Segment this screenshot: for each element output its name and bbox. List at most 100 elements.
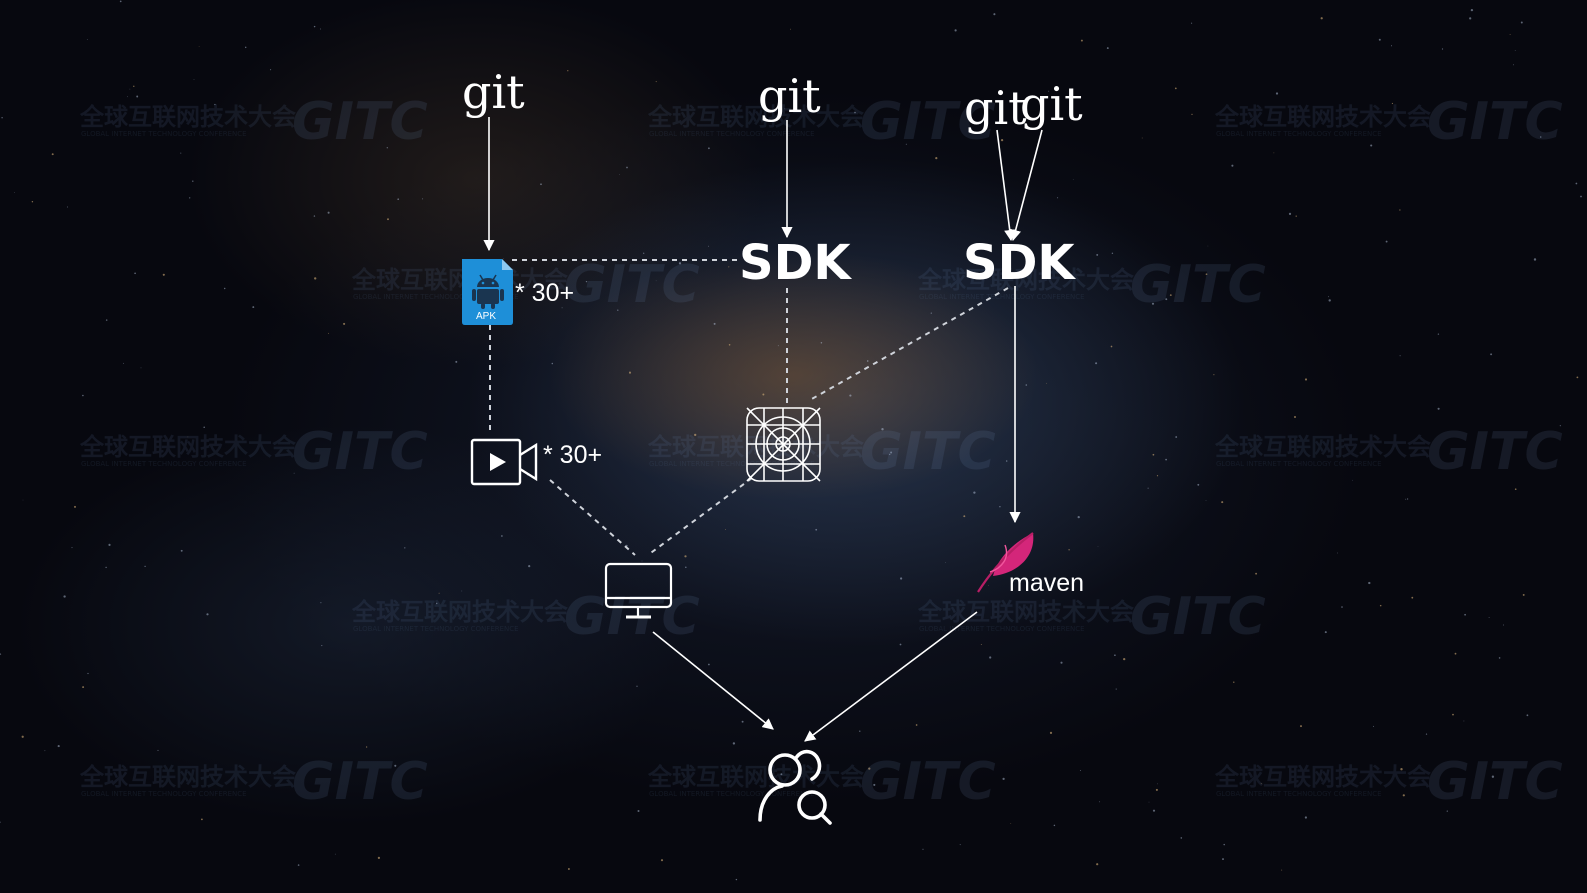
star [1207, 245, 1209, 247]
star [1165, 458, 1167, 461]
star [1221, 501, 1224, 504]
star [1222, 858, 1224, 861]
star [561, 307, 563, 309]
star [13, 192, 15, 194]
star [551, 362, 554, 365]
star [626, 166, 628, 169]
watermark-org-subtitle: GLOBAL INTERNET TECHNOLOGY CONFERENCE [1216, 790, 1382, 798]
star [762, 393, 765, 396]
maven-label: maven [1009, 569, 1084, 597]
star [1231, 164, 1234, 167]
watermark-org-subtitle: GLOBAL INTERNET TECHNOLOGY CONFERENCE [81, 130, 247, 138]
star [1559, 425, 1561, 427]
star [790, 28, 791, 30]
star [724, 529, 726, 530]
star [82, 686, 85, 689]
star [732, 742, 736, 745]
star [1053, 824, 1056, 827]
star [868, 767, 871, 770]
star [1324, 631, 1327, 634]
star [728, 344, 731, 346]
star [1147, 487, 1149, 489]
star [1576, 376, 1579, 379]
git-icon: git [462, 65, 525, 119]
star [1, 117, 3, 119]
star [189, 197, 191, 199]
star [741, 720, 744, 723]
maven-feather-icon [977, 532, 1034, 593]
watermark-org-name: 全球互联网技术大会 [917, 598, 1134, 626]
star [1072, 179, 1074, 180]
star [1391, 102, 1393, 105]
star [320, 602, 322, 604]
star [815, 528, 818, 531]
star [1106, 47, 1109, 50]
star [198, 46, 200, 47]
star [1533, 258, 1537, 261]
star [377, 856, 381, 860]
watermark-layer: 全球互联网技术大会 GLOBAL INTERNET TECHNOLOGY CONF… [79, 92, 1563, 812]
star [899, 577, 903, 580]
star [1079, 770, 1081, 771]
star [1337, 552, 1338, 554]
star [1233, 681, 1235, 683]
star [528, 565, 531, 568]
watermark-org-name: 全球互联网技术大会 [1214, 433, 1431, 461]
star [641, 560, 643, 562]
star [1157, 783, 1158, 785]
sdk-label: SDK [739, 235, 852, 291]
star [1180, 837, 1183, 839]
star [1300, 725, 1302, 728]
watermark-org-subtitle: GLOBAL INTERNET TECHNOLOGY CONFERENCE [649, 460, 815, 468]
star [1385, 240, 1388, 243]
star [660, 859, 664, 862]
star [193, 79, 195, 80]
watermark-org-subtitle: GLOBAL INTERNET TECHNOLOGY CONFERENCE [353, 625, 519, 633]
star [1470, 8, 1474, 12]
star [540, 183, 542, 186]
star [134, 272, 136, 275]
star [1205, 273, 1208, 276]
star [365, 746, 368, 748]
star [1498, 657, 1501, 659]
star [501, 535, 503, 537]
star [728, 266, 730, 268]
star [1390, 45, 1393, 47]
star [1018, 249, 1021, 252]
star [1273, 152, 1275, 154]
star [1095, 362, 1098, 365]
star [820, 341, 823, 344]
star [1223, 843, 1225, 846]
star [585, 280, 588, 283]
star [1437, 333, 1440, 335]
star [1281, 869, 1283, 871]
apk-count: * 30+ [515, 279, 574, 307]
star [980, 644, 982, 645]
star [1522, 593, 1525, 596]
star [404, 547, 406, 549]
dash-grid-monitor [647, 477, 753, 556]
star [105, 319, 108, 321]
watermark-org-subtitle: GLOBAL INTERNET TECHNOLOGY CONFERENCE [81, 460, 247, 468]
star [859, 730, 861, 732]
star [140, 367, 142, 369]
star [954, 29, 957, 32]
star [678, 262, 682, 265]
star [989, 656, 992, 659]
star [1373, 725, 1374, 727]
star [1491, 775, 1495, 778]
star [74, 505, 76, 508]
star [1046, 382, 1048, 384]
star [313, 215, 316, 217]
star [327, 211, 330, 214]
star [86, 39, 88, 40]
star [187, 436, 189, 438]
star [122, 362, 124, 364]
star [1341, 606, 1343, 608]
watermark-org-name: 全球互联网技术大会 [79, 763, 296, 791]
star [636, 685, 638, 687]
star [1205, 500, 1207, 501]
